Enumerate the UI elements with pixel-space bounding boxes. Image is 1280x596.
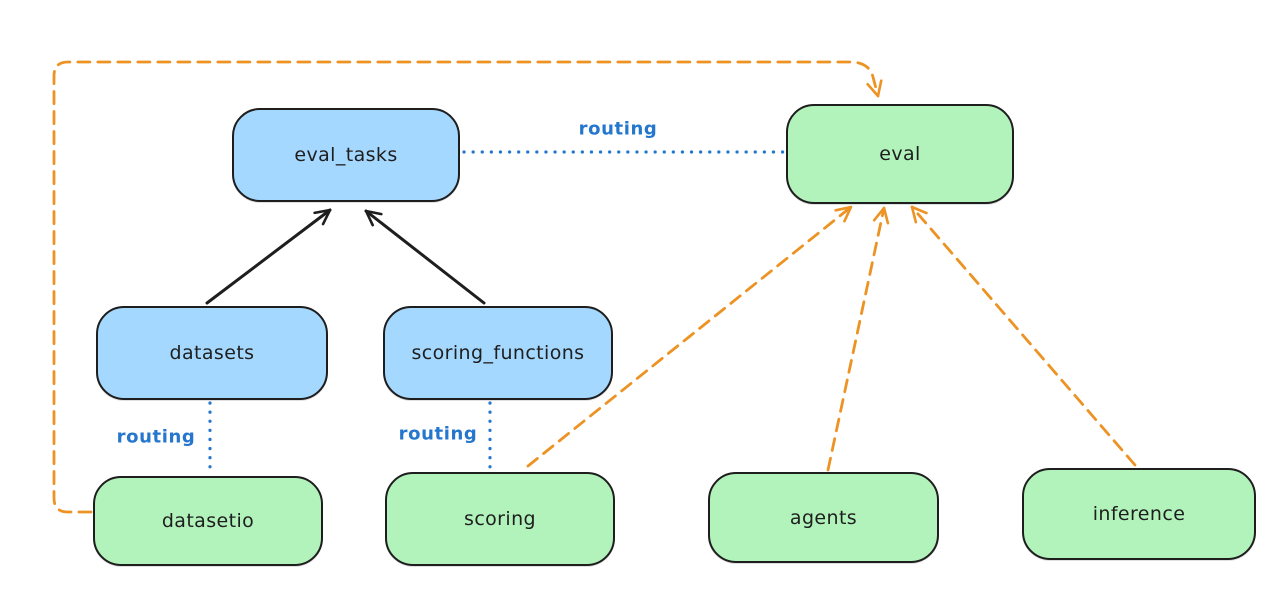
node-eval-label: eval [879, 143, 921, 165]
edge-inference-to-eval [910, 205, 1137, 467]
node-datasets: datasets [96, 306, 328, 400]
edge-datasetio-to-eval [52, 60, 883, 514]
node-agents-label: agents [789, 506, 858, 529]
node-scoring-label: scoring [464, 508, 536, 530]
routing-label-datasets-datasetio: routing [116, 426, 196, 448]
node-eval-tasks-label: eval_tasks [294, 144, 398, 166]
node-agents: agents [708, 472, 939, 563]
routing-label-scoring-functions-scoring: routing [398, 423, 478, 445]
node-inference-label: inference [1092, 503, 1186, 525]
node-eval-tasks: eval_tasks [232, 108, 460, 202]
node-datasetio-label: datasetio [161, 510, 255, 532]
node-datasetio: datasetio [93, 476, 323, 566]
node-eval: eval [786, 104, 1014, 204]
node-scoring: scoring [385, 472, 615, 566]
edge-agents-to-eval [826, 206, 890, 472]
node-scoring-functions-label: scoring_functions [411, 342, 585, 364]
edge-scoring-to-eval [526, 205, 853, 468]
node-datasets-label: datasets [169, 342, 255, 364]
routing-label-eval-tasks-eval: routing [578, 118, 658, 140]
node-scoring-functions: scoring_functions [383, 306, 613, 400]
node-inference: inference [1022, 468, 1256, 560]
edge-scoring-functions-to-eval-tasks [364, 209, 486, 305]
edge-datasets-to-eval-tasks [205, 208, 332, 305]
